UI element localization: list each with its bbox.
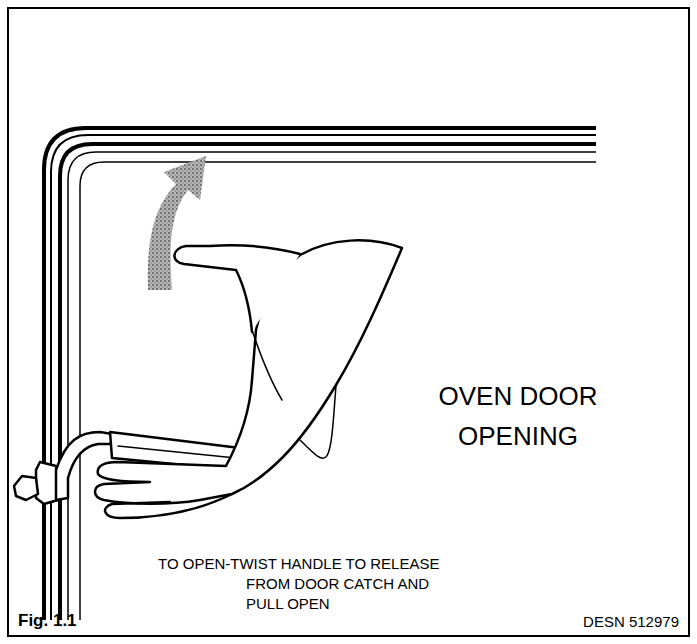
rotation-arrow <box>148 156 206 290</box>
frame <box>8 8 689 636</box>
figure-title: OVEN DOOR OPENING <box>418 376 618 456</box>
hand <box>95 240 402 518</box>
instruction-note: TO OPEN-TWIST HANDLE TO RELEASE FROM DOO… <box>158 554 458 614</box>
drawing-number: DESN 512979 <box>583 612 679 632</box>
oven-door <box>44 128 596 620</box>
figure-caption: Fig. 1.1 <box>18 610 77 632</box>
